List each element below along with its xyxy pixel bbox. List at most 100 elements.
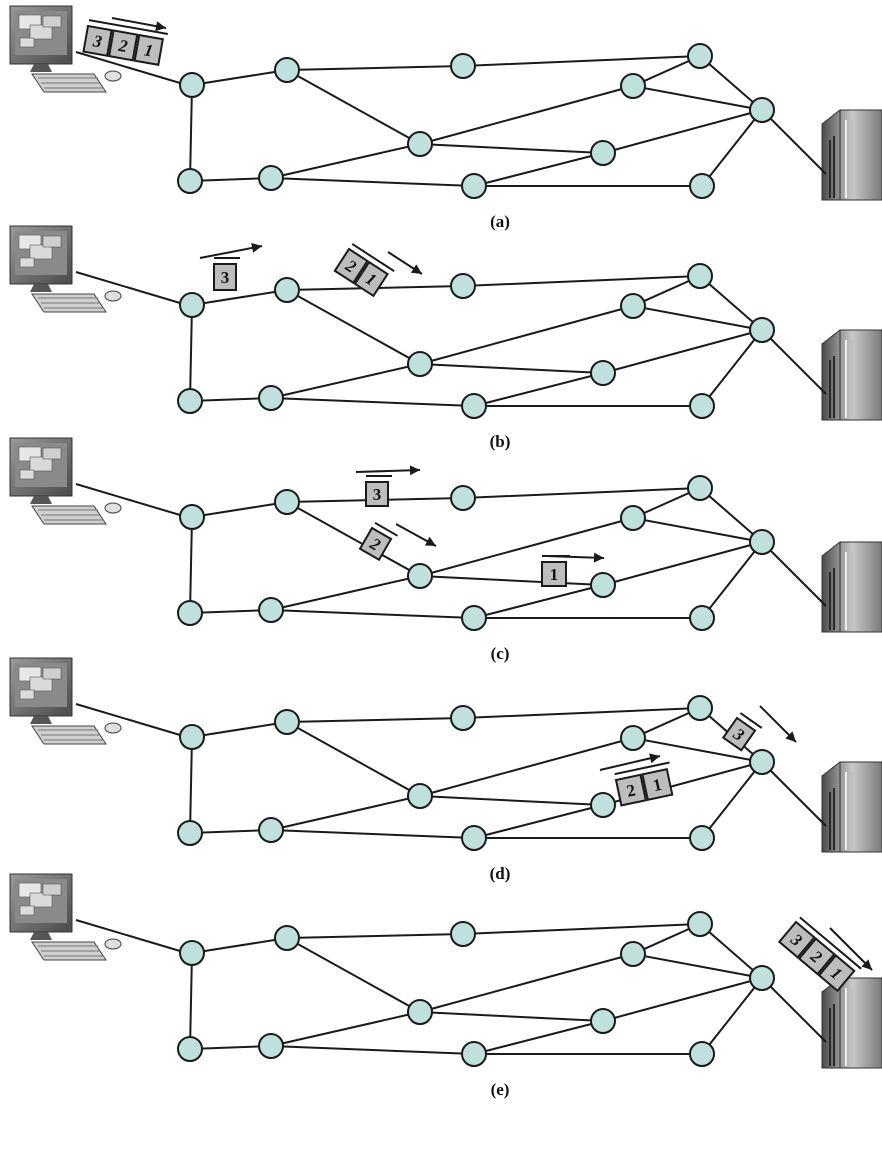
desktop-computer-icon (9, 437, 122, 525)
router-node (590, 360, 616, 386)
router-node (687, 911, 713, 937)
network-link (602, 541, 763, 586)
packet-box (82, 24, 113, 57)
network-link (473, 372, 604, 407)
packet-box (353, 260, 389, 298)
packet: 1 (133, 33, 165, 66)
router-node (274, 925, 300, 951)
server-icon (821, 761, 882, 853)
network-link (419, 305, 634, 365)
packet-number: 1 (550, 565, 559, 584)
router-node (407, 783, 433, 809)
server-icon (821, 541, 882, 633)
packet-box (107, 29, 139, 62)
network-link (602, 977, 763, 1022)
router-node (177, 168, 203, 194)
router-node (461, 1041, 487, 1067)
direction-arrow (387, 251, 423, 275)
network-link (286, 721, 421, 797)
network-link (419, 1011, 604, 1022)
router-node (179, 292, 205, 318)
packet-box (614, 773, 648, 807)
router-node (689, 173, 715, 199)
server-icon (821, 109, 882, 201)
packet-number: 3 (91, 31, 104, 51)
network-link (189, 952, 193, 1050)
network-link (701, 977, 763, 1055)
panel-caption: (b) (490, 432, 511, 451)
network-link (189, 609, 272, 614)
router-node (687, 475, 713, 501)
router-node (407, 563, 433, 589)
network-link (632, 737, 763, 763)
router-node (689, 825, 715, 851)
network-link (632, 953, 763, 979)
packet-group: 3 (365, 475, 392, 507)
packet: 2 (333, 247, 369, 285)
packet-group: 21 (333, 243, 395, 298)
packet-box (797, 937, 836, 976)
router-node (179, 504, 205, 530)
network-link (419, 953, 634, 1013)
network-link (699, 923, 763, 979)
network-link (701, 329, 763, 407)
network-link (286, 937, 421, 1013)
packet: 2 (358, 526, 393, 562)
packet-group: 3 (721, 712, 763, 752)
network-link (270, 397, 475, 407)
packet-box (358, 526, 393, 562)
router-node (689, 393, 715, 419)
network-link (191, 937, 288, 954)
network-link (699, 275, 763, 331)
packet: 2 (614, 773, 648, 807)
router-node (179, 940, 205, 966)
packet-box (641, 768, 674, 802)
router-node (177, 1036, 203, 1062)
panel-e: 321(e) (9, 873, 882, 1099)
network-link (270, 177, 475, 187)
packet: 3 (213, 263, 237, 291)
network-link (632, 517, 763, 543)
router-node (177, 820, 203, 846)
router-node (258, 597, 284, 623)
access-link-source (75, 483, 181, 516)
router-node (461, 173, 487, 199)
access-link-destination (770, 338, 827, 395)
network-link (191, 501, 288, 518)
network-link (191, 69, 288, 86)
network-link (189, 397, 272, 402)
direction-arrow (111, 17, 167, 32)
panel-caption: (e) (491, 1080, 510, 1099)
network-link (701, 109, 763, 187)
router-node (274, 277, 300, 303)
router-node (620, 725, 646, 751)
router-node (274, 57, 300, 83)
packet-box (365, 481, 389, 507)
packet-bar (374, 521, 399, 537)
packet: 1 (641, 768, 674, 802)
packet-box (213, 263, 237, 291)
router-node (274, 489, 300, 515)
desktop-computer-icon (9, 657, 122, 745)
network-link (286, 717, 464, 723)
packet-box (133, 33, 165, 66)
packet: 1 (353, 260, 389, 298)
router-node (749, 529, 775, 555)
router-node (258, 385, 284, 411)
network-link (189, 177, 272, 182)
router-node (258, 1033, 284, 1059)
packet-number: 1 (143, 40, 155, 60)
network-link (270, 795, 421, 831)
network-link (462, 923, 701, 935)
panel-b: 3 21 (b) (9, 225, 882, 451)
network-link (473, 804, 604, 839)
access-link-source (75, 51, 181, 84)
packet-group: 2 (358, 521, 399, 562)
network-link (270, 1011, 421, 1047)
network-link (602, 109, 763, 154)
network-link (701, 761, 763, 839)
network-link (473, 584, 604, 619)
